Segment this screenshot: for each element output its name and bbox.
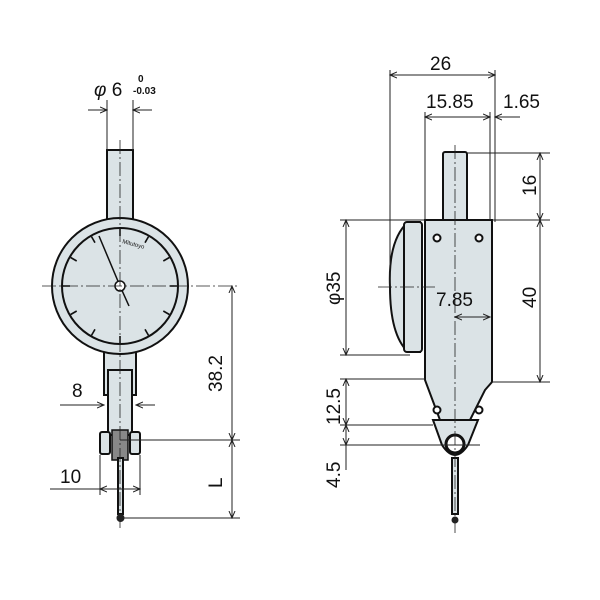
screw xyxy=(474,405,484,415)
dial-tick xyxy=(162,256,170,262)
tolerance-lower: -0.03 xyxy=(133,86,156,97)
screw xyxy=(432,233,442,243)
dim-stem-offset: 7.85 xyxy=(436,290,473,311)
dial-tick xyxy=(144,328,150,336)
stylus xyxy=(117,457,124,515)
bracket-ear-left xyxy=(99,431,111,455)
dim-stem-length: 16 xyxy=(520,175,541,196)
dim-offset: 1.65 xyxy=(503,92,540,113)
tolerance-upper: 0 xyxy=(138,74,144,85)
dim-length: L xyxy=(206,477,227,488)
front-view: Mitutoyo φ 6 0 -0.03 38.2 L 8 10 xyxy=(42,74,240,530)
dim-taper: 12.5 xyxy=(324,388,345,425)
dim-neck-width: 8 xyxy=(72,381,83,402)
side-view: 26 15.85 1.65 16 40 φ35 7.85 12.5 4.5 xyxy=(324,54,550,535)
dial-tick xyxy=(90,236,96,244)
dial-tick xyxy=(162,310,170,316)
dim-dial-diameter: φ35 xyxy=(324,272,345,305)
dim-bracket-width: 10 xyxy=(60,467,81,488)
dim-stem-diameter: φ 6 xyxy=(94,80,122,101)
dim-body-depth: 15.85 xyxy=(426,92,474,113)
dial-tick xyxy=(144,236,150,244)
neck-inner xyxy=(107,369,133,436)
dial-tick xyxy=(90,328,96,336)
body xyxy=(424,219,493,421)
bracket-ear-right xyxy=(129,431,141,455)
dial-tick xyxy=(70,310,78,316)
dim-overall-depth: 26 xyxy=(430,54,451,75)
screw xyxy=(474,233,484,243)
dial-tick xyxy=(70,256,78,262)
dim-body-height: 40 xyxy=(520,287,541,308)
dial-pointer xyxy=(98,235,121,287)
dial-brand: Mitutoyo xyxy=(121,239,145,251)
dim-pivot: 4.5 xyxy=(324,462,345,488)
dim-center-to-tip: 38.2 xyxy=(206,355,227,392)
screw xyxy=(432,405,442,415)
